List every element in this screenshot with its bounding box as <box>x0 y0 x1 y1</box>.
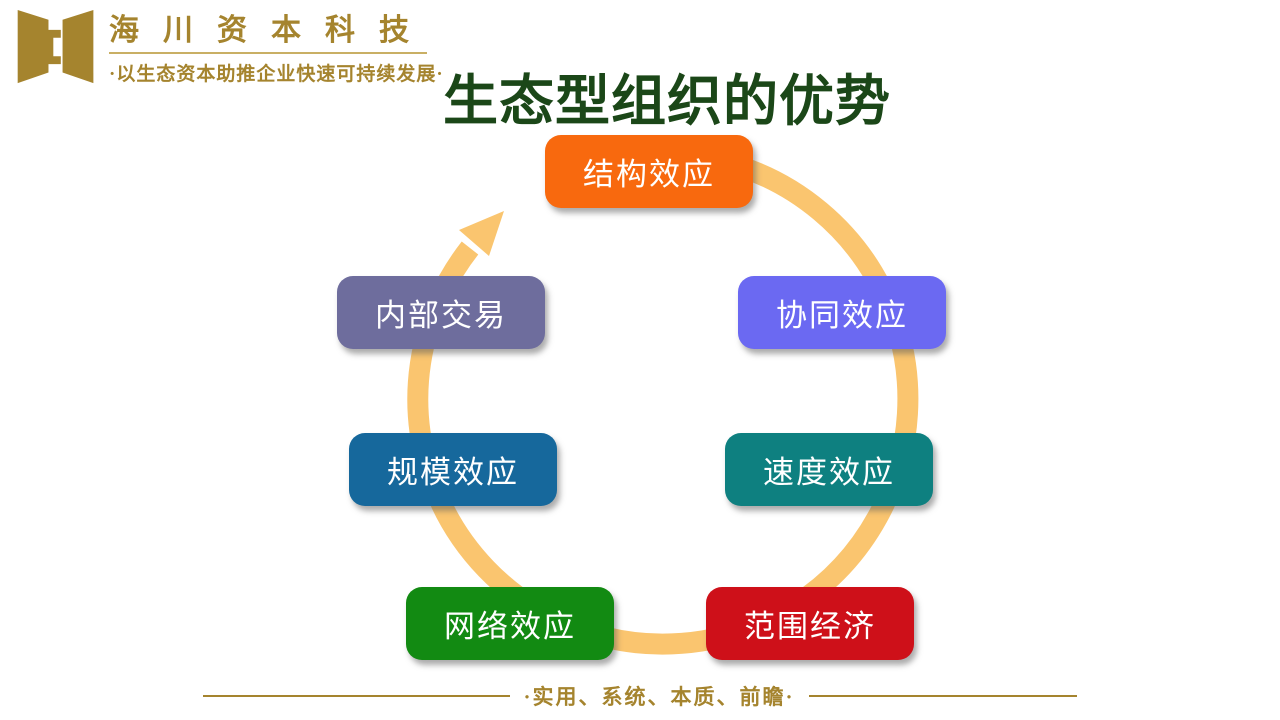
footer-rule-right <box>808 695 1077 697</box>
brand-underline <box>109 52 427 54</box>
diagram-node-upper-right: 协同效应 <box>738 276 946 349</box>
logo-monogram-c-icon <box>45 29 61 65</box>
diagram-node-top: 结构效应 <box>545 135 753 208</box>
brand-name: 海川资本科技 <box>109 14 433 47</box>
footer-rule-left <box>203 695 510 697</box>
diagram-node-right: 速度效应 <box>725 433 933 506</box>
diagram-node-lower-right: 范围经济 <box>706 587 914 660</box>
footer: ·实用、系统、本质、前瞻· <box>203 681 1077 711</box>
footer-motto: ·实用、系统、本质、前瞻· <box>523 685 795 709</box>
diagram-node-upper-left: 内部交易 <box>337 276 545 349</box>
brand-logo: 海川资本科技 ·以生态资本助推企业快速可持续发展· <box>8 5 444 89</box>
diagram-node-left: 规模效应 <box>349 433 557 506</box>
brand-tagline: ·以生态资本助推企业快速可持续发展· <box>109 64 444 85</box>
logo-book-panels <box>17 10 94 84</box>
cycle-arrowhead-icon <box>459 211 504 256</box>
brand-text: 海川资本科技 ·以生态资本助推企业快速可持续发展· <box>109 5 444 86</box>
brand-logo-icon <box>17 10 94 84</box>
page-title: 生态型组织的优势 <box>442 70 891 132</box>
diagram-node-lower-left: 网络效应 <box>406 587 614 660</box>
